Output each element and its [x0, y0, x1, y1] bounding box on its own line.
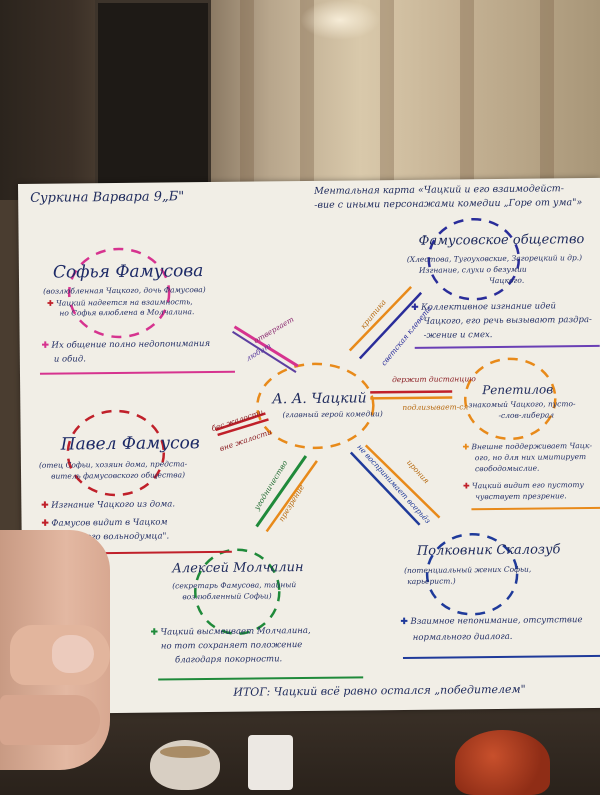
white-box [248, 735, 293, 790]
chatsky-subtitle: (главный герой комедии) [282, 409, 383, 420]
society-name: Фамусовское общество [418, 232, 585, 249]
famusov-society-circle [427, 217, 521, 301]
dark-window [95, 0, 211, 191]
arrow-skalozub-in [364, 444, 441, 519]
molchalin-note-a: ✚ Чацкий высмеивает Молчалина, [150, 625, 311, 638]
red-vase [455, 730, 550, 795]
repetilov-note-1a: ✚ Внешне поддерживает Чацк- [462, 441, 593, 452]
society-note-b: Чацкого, его речь вызывают раздра- [423, 314, 592, 327]
chatsky-circle [256, 362, 375, 450]
thumb-nail [52, 635, 94, 673]
arrow-skalozub-out [349, 451, 421, 526]
arrow-society-out [348, 286, 412, 352]
repetilov-circle [464, 357, 557, 441]
molchalin-name: Алексей Молчалин [171, 560, 304, 577]
sofia-note-2b: и обид. [53, 354, 86, 365]
pavel-sub-b: витель фамусовского общества) [51, 470, 186, 481]
molchalin-sub-a: (секретарь Фамусова, тайный [172, 580, 297, 591]
repetilov-arrow-label-in: подлизывает-ся [402, 402, 469, 412]
curtain-fold [240, 0, 254, 200]
mind-map-graphics [39, 217, 600, 681]
skalozub-sub-b: карьерист.) [407, 576, 456, 586]
arrow-molchalin-in [265, 460, 318, 533]
repetilov-note-1b: ого, но для них имитирует [474, 452, 587, 463]
curtain-fold [460, 0, 474, 200]
skalozub-name: Полковник Скалозуб [416, 542, 561, 559]
arrow-pavel-out [215, 412, 266, 432]
repetilov-sub-a: знакомый Чацкого, пусто- [468, 399, 576, 410]
arrow-molchalin-out [255, 455, 308, 528]
sofia-note-2a: ✚ Их общение полно недопонимания [41, 338, 211, 351]
society-underline [414, 344, 600, 349]
skalozub-circle [425, 533, 519, 616]
chatsky-name: А. А. Чацкий [272, 390, 367, 408]
molchalin-note-c: благодаря покорности. [174, 654, 283, 666]
arrow-sofia-out [233, 325, 299, 368]
finger [0, 695, 100, 745]
pavel-name: Павел Фамусов [60, 433, 200, 455]
arrow-society-in [358, 291, 423, 360]
sofia-name: Софья Фамусова [52, 261, 204, 283]
repetilov-name: Репетилов [482, 382, 554, 398]
repetilov-underline [471, 506, 600, 511]
lamp-glow [300, 0, 380, 40]
mind-map-sheet: Суркина Варвара 9„Б" Ментальная карта «Ч… [18, 177, 600, 714]
repetilov-sub-b: -слов-либерал [498, 410, 555, 420]
pavel-circle [66, 409, 166, 497]
curtain-fold [540, 0, 554, 200]
skalozub-note-b: нормального диалога. [412, 631, 513, 643]
repetilov-note-2a: ✚ Чацкий видит его пустоту [463, 480, 584, 491]
society-sub-a: (Хлестова, Тугоуховские, Загорецкий и др… [406, 253, 583, 264]
society-note-c: -жение и смех. [423, 330, 493, 341]
pavel-note-2a: ✚ Фамусов видит в Чацком [41, 517, 168, 529]
molchalin-underline [158, 676, 364, 681]
repetilov-note-1c: свободомыслие. [474, 463, 540, 474]
pavel-note-1: ✚ Изгнание Чацкого из дома. [41, 499, 176, 511]
repetilov-note-2b: чувствует презрение. [475, 491, 567, 502]
arrow-pavel-in [217, 418, 269, 437]
society-note-a: ✚ Коллективное изгнание идей [411, 301, 557, 313]
skalozub-sub-a: (потенциальный жених Софьи, [404, 564, 532, 575]
pavel-sub-a: (отец Софьи, хозяин дома, предста- [38, 459, 188, 470]
arrow-sofia-in [232, 330, 297, 373]
skalozub-underline [402, 654, 600, 659]
society-sub-c: Чацкого. [488, 275, 525, 286]
arrow-repetilov-in [370, 396, 453, 400]
society-sub-b: Изгнание, слухи о безумии [418, 264, 527, 275]
sofia-underline [39, 370, 235, 375]
molchalin-sub-b: возлюбленный Софьи) [182, 591, 272, 602]
sofia-note-1b: но Софья влюблена в Молчалина. [59, 307, 195, 318]
curtain-fold [300, 0, 314, 200]
curtain-fold [380, 0, 394, 200]
sofia-circle [67, 247, 171, 339]
arrow-repetilov-out [370, 390, 453, 394]
repetilov-arrow-label-out: держит дистанцию [392, 374, 476, 385]
tea-cup-inner [160, 746, 210, 758]
skalozub-note-a: ✚ Взаимное непонимание, отсутствие [400, 615, 583, 628]
sofia-subtitle: (возлюбленная Чацкого, дочь Фамусова) [43, 285, 206, 296]
molchalin-note-b: но тот сохраняет положение [160, 640, 303, 652]
